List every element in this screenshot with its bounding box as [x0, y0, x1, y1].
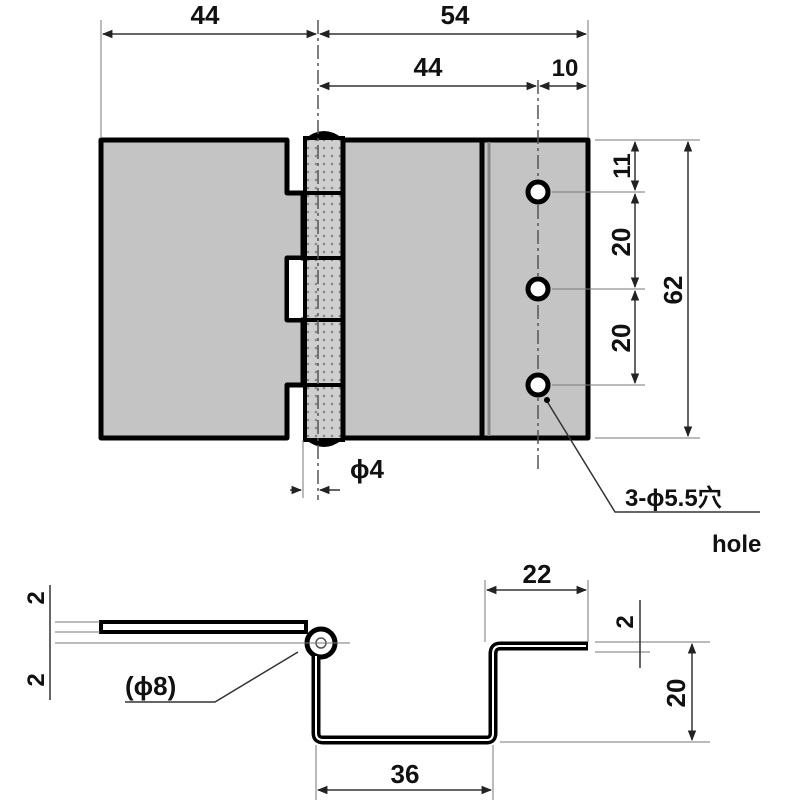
left-leaf [98, 137, 306, 441]
hole [525, 179, 551, 205]
left-leaf-side [99, 620, 308, 634]
middle-notch [289, 260, 301, 318]
dim-flange-width: 22 [523, 559, 552, 589]
dim-thickness-left-top: 2 [23, 591, 50, 604]
dim-left-width: 44 [191, 0, 220, 30]
right-leaf [340, 137, 591, 441]
knuckle-pin [303, 136, 345, 442]
dim-hole-top: 11 [609, 153, 636, 178]
dim-height: 62 [658, 276, 688, 305]
dim-knuckle-diameter: (ϕ8) [125, 671, 176, 701]
top-view: 44 54 44 10 11 20 20 62 ϕ4 3-ϕ5.5穴 hole [98, 0, 761, 558]
dim-hole-edge: 10 [552, 55, 579, 82]
mounting-holes [525, 179, 551, 398]
dim-hole-pitch-1: 20 [606, 228, 636, 257]
dim-thickness-left-bottom: 2 [23, 673, 50, 686]
dim-bottom-width: 36 [391, 759, 420, 789]
dim-hole-pitch-2: 20 [606, 324, 636, 353]
dim-pin-diameter: ϕ4 [350, 454, 384, 484]
hole [525, 276, 551, 302]
z-leaf [311, 641, 588, 745]
dim-thickness-right: 2 [612, 615, 639, 628]
side-view: 2 2 (ϕ8) 22 2 20 36 [23, 559, 710, 800]
dim-offset-height: 20 [661, 679, 691, 708]
hole-note-en: hole [712, 531, 761, 558]
hole-note: 3-ϕ5.5穴 [625, 484, 722, 512]
hole [525, 372, 551, 398]
dim-right-width: 54 [441, 0, 470, 30]
dim-hole-offset: 44 [414, 52, 443, 82]
